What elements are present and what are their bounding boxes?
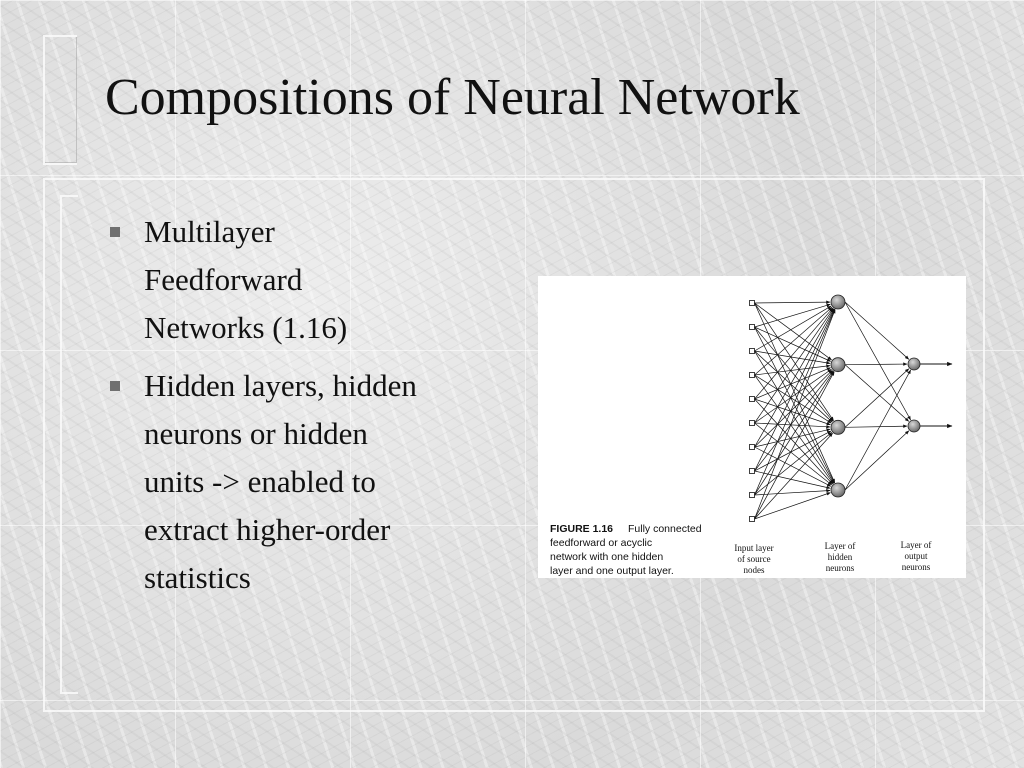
input-hidden-edge	[754, 308, 835, 472]
input-hidden-edge	[754, 492, 831, 520]
hidden-neuron	[830, 294, 846, 310]
input-node	[749, 420, 755, 426]
input-node	[749, 468, 755, 474]
hidden-output-edge	[844, 424, 908, 428]
network-diagram: FIGURE 1.16 Fully connected feedforward …	[550, 294, 953, 577]
hidden-layer-label: neurons	[826, 563, 855, 573]
input-node	[749, 300, 755, 306]
input-hidden-edge	[754, 367, 831, 400]
input-node	[749, 372, 755, 378]
input-hidden-edge	[754, 309, 836, 520]
input-hidden-edge	[754, 308, 835, 448]
network-nodes	[749, 294, 921, 522]
bullet-item: Multilayer Feedforward Networks (1.16)	[110, 208, 510, 352]
input-layer-label: Input layer	[734, 543, 773, 553]
bullet-line: units -> enabled to	[144, 464, 376, 499]
figure-caption-line: Fully connected	[628, 523, 702, 535]
input-hidden-edge	[754, 374, 834, 484]
input-layer-label: nodes	[744, 565, 765, 575]
body-frame-decoration	[43, 178, 985, 712]
input-node	[749, 444, 755, 450]
input-layer-label: of source	[737, 554, 770, 564]
bullet-line: Multilayer	[144, 214, 275, 249]
input-hidden-edge	[754, 326, 834, 422]
input-hidden-edge	[754, 308, 834, 424]
input-hidden-edge	[754, 422, 831, 429]
input-hidden-edge	[754, 370, 834, 472]
left-rule-decoration	[60, 195, 78, 694]
input-node	[749, 348, 755, 354]
bullet-line: Hidden layers, hidden	[144, 368, 417, 403]
connection-edges	[754, 300, 953, 520]
network-figure: FIGURE 1.16 Fully connected feedforward …	[538, 276, 966, 578]
input-hidden-edge	[754, 446, 832, 487]
hidden-output-edge	[844, 364, 910, 422]
input-hidden-edge	[754, 350, 833, 423]
output-neuron	[907, 357, 921, 371]
input-hidden-edge	[754, 470, 831, 490]
hidden-output-edge	[844, 430, 910, 491]
square-bullet-icon	[110, 381, 120, 391]
bullet-list: Multilayer Feedforward Networks (1.16) H…	[110, 208, 510, 612]
figure-caption-line: layer and one output layer.	[550, 565, 674, 577]
output-layer-label: Layer of	[901, 540, 932, 550]
input-hidden-edge	[754, 489, 831, 496]
bullet-line: statistics	[144, 560, 251, 595]
bullet-item: Hidden layers, hidden neurons or hidden …	[110, 362, 510, 602]
hidden-output-edge	[844, 301, 910, 360]
input-hidden-edge	[754, 428, 831, 448]
input-hidden-edge	[754, 374, 832, 424]
hidden-layer-label: hidden	[828, 552, 853, 562]
hidden-output-edge	[844, 301, 911, 421]
input-node	[749, 516, 755, 522]
hidden-neuron	[830, 419, 846, 435]
input-hidden-edge	[754, 371, 834, 496]
input-hidden-edge	[754, 369, 833, 448]
hidden-neuron	[830, 357, 846, 373]
input-node	[749, 492, 755, 498]
bullet-line: Networks (1.16)	[144, 310, 348, 345]
input-node	[749, 396, 755, 402]
input-hidden-edge	[754, 303, 831, 328]
input-hidden-edge	[754, 302, 834, 422]
input-node	[749, 324, 755, 330]
input-hidden-edge	[754, 430, 832, 472]
input-hidden-edge	[754, 300, 831, 304]
title-frame-decoration	[43, 35, 77, 165]
slide-title: Compositions of Neural Network	[105, 69, 800, 126]
bullet-line: extract higher-order	[144, 512, 391, 547]
figure-caption-line: network with one hidden	[550, 551, 663, 563]
output-neuron	[907, 419, 921, 433]
input-hidden-edge	[754, 307, 834, 400]
input-hidden-edge	[754, 432, 833, 520]
input-hidden-edge	[754, 350, 831, 365]
input-hidden-edge	[754, 326, 835, 484]
input-hidden-edge	[754, 398, 833, 485]
input-hidden-edge	[754, 326, 832, 362]
input-hidden-edge	[754, 308, 836, 496]
hidden-output-edge	[844, 368, 910, 428]
hidden-layer-label: Layer of	[825, 541, 856, 551]
figure-caption-label: FIGURE 1.16	[550, 523, 613, 535]
output-layer-label: neurons	[902, 562, 931, 572]
input-hidden-edge	[754, 371, 835, 520]
input-hidden-edge	[754, 398, 831, 426]
square-bullet-icon	[110, 227, 120, 237]
input-hidden-edge	[754, 302, 832, 361]
bullet-line: neurons or hidden	[144, 416, 368, 451]
input-hidden-edge	[754, 368, 832, 424]
bullet-line: Feedforward	[144, 262, 303, 297]
figure-caption-line: feedforward or acyclic	[550, 537, 652, 549]
input-hidden-edge	[754, 306, 833, 376]
input-hidden-edge	[754, 305, 832, 352]
hidden-output-edge	[844, 369, 911, 491]
hidden-output-edge	[844, 362, 908, 366]
input-hidden-edge	[754, 364, 831, 376]
hidden-neuron	[830, 482, 846, 498]
input-hidden-edge	[754, 422, 833, 486]
output-layer-label: output	[904, 551, 928, 561]
